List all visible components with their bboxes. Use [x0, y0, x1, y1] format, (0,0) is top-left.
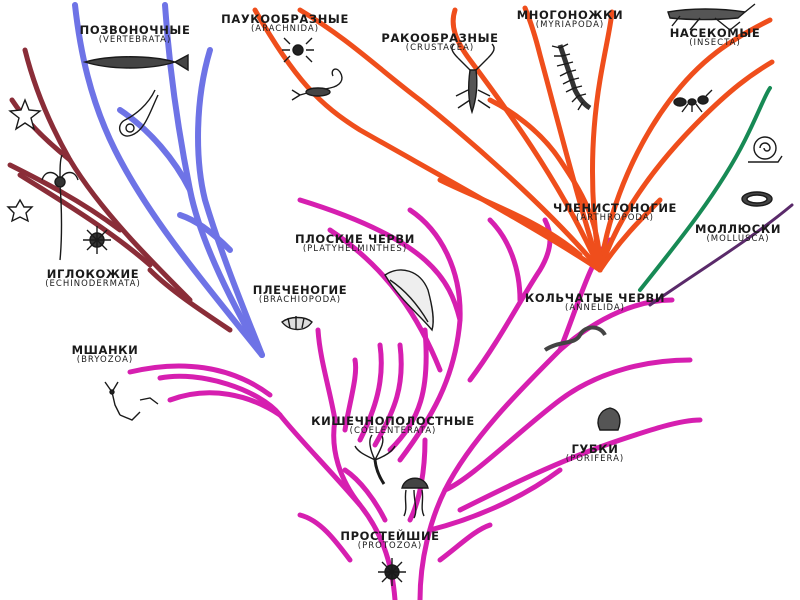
- label-lat: (INSECTA): [689, 38, 741, 49]
- crayfish-icon: [451, 43, 495, 115]
- blue-branches: [72, 2, 265, 358]
- orange-branches: [252, 5, 775, 273]
- label-lat: (ANNELIDA): [565, 303, 625, 314]
- label-lat: (VERTEBRATA): [98, 35, 172, 46]
- label-ru: МНОГОНОЖКИ: [516, 8, 624, 22]
- label-vertebrata: ПОЗВОНОЧНЫЕ (VERTEBRATA): [60, 24, 210, 45]
- label-ru: КОЛЬЧАТЫЕ ЧЕРВИ: [524, 291, 666, 305]
- label-coelenterata: КИШЕЧНОПОЛОСТНЫЕ (COELENTERATA): [288, 415, 498, 436]
- label-lat: (PORIFERA): [565, 454, 625, 465]
- label-ru: ПОЗВОНОЧНЫЕ: [79, 23, 191, 37]
- fish-icon: [82, 53, 189, 72]
- label-ru: ЧЛЕНИСТОНОГИЕ: [552, 201, 678, 215]
- purple-branch: [648, 203, 794, 307]
- flatworm-icon: [384, 269, 434, 332]
- earthworm-icon: [543, 325, 607, 352]
- label-arachnida: ПАУКООБРАЗНЫЕ (ARACHNIDA): [210, 13, 360, 34]
- label-porifera: ГУБКИ (PORIFERA): [540, 443, 650, 464]
- green-branches: [638, 86, 772, 292]
- label-ru: МОЛЛЮСКИ: [694, 222, 782, 236]
- label-brachiopoda: ПЛЕЧЕНОГИЕ (BRACHIOPODA): [230, 284, 370, 305]
- bivalve-icon: [741, 191, 773, 207]
- bryozoan-icon: [104, 381, 159, 421]
- label-mollusca: МОЛЛЮСКИ (MOLLUSCA): [678, 223, 798, 244]
- label-lat: (ARACHNIDA): [250, 24, 320, 35]
- label-insecta: НАСЕКОМЫЕ (INSECTA): [650, 27, 780, 48]
- label-protozoa: ПРОСТЕЙШИЕ (PROTOZOA): [330, 530, 450, 551]
- hydra-icon: [354, 434, 396, 485]
- label-ru: ПРОСТЕЙШИЕ: [340, 529, 440, 543]
- label-lat: (CRUSTACEA): [405, 43, 475, 54]
- label-lat: (ECHINODERMATA): [45, 279, 141, 290]
- snail-icon: [748, 136, 783, 163]
- label-lat: (BRYOZOA): [76, 355, 134, 366]
- brachiopod-shell-icon: [281, 316, 313, 331]
- scorpion-icon: [291, 68, 343, 101]
- label-ru: ПАУКООБРАЗНЫЕ: [221, 12, 349, 26]
- label-lat: (PLATYHELMINTHES): [302, 244, 408, 255]
- radiolarian-icon: [378, 558, 406, 586]
- centipede-icon: [551, 43, 592, 111]
- label-lat: (BRACHIOPODA): [258, 295, 342, 306]
- brown-branches: [7, 47, 233, 333]
- label-lat: (MOLLUSCA): [706, 234, 770, 245]
- label-lat: (ARTHROPODA): [576, 213, 654, 224]
- label-ru: ПЛЕЧЕНОГИЕ: [252, 283, 348, 297]
- label-lat: (COELENTERATA): [349, 426, 437, 437]
- sea-urchin-icon: [83, 226, 111, 254]
- label-ru: ГУБКИ: [571, 442, 619, 456]
- label-lat: (MYRIAPODA): [535, 20, 605, 31]
- label-ru: МШАНКИ: [71, 343, 139, 357]
- label-annelida: КОЛЬЧАТЫЕ ЧЕРВИ (ANNELIDA): [510, 292, 680, 313]
- label-lat: (PROTOZOA): [357, 541, 423, 552]
- label-ru: НАСЕКОМЫЕ: [669, 26, 761, 40]
- label-ru: ИГЛОКОЖИЕ: [46, 267, 140, 281]
- jellyfish-icon: [401, 477, 429, 519]
- ant-icon: [673, 89, 713, 113]
- label-ru: КИШЕЧНОПОЛОСТНЫЕ: [311, 414, 475, 428]
- label-echinodermata: ИГЛОКОЖИЕ (ECHINODERMATA): [18, 268, 168, 289]
- starfish-icon: [6, 98, 42, 223]
- label-bryozoa: МШАНКИ (BRYOZOA): [55, 344, 155, 365]
- label-arthropoda: ЧЛЕНИСТОНОГИЕ (ARTHROPODA): [530, 202, 700, 223]
- sea-lily-icon: [41, 154, 79, 261]
- label-myriapoda: МНОГОНОЖКИ (MYRIAPODA): [495, 9, 645, 30]
- label-crustacea: РАКООБРАЗНЫЕ (CRUSTACEA): [365, 32, 515, 53]
- label-ru: РАКООБРАЗНЫЕ: [381, 31, 499, 45]
- grasshopper-icon: [667, 3, 756, 31]
- bird-icon: [118, 89, 159, 137]
- spider-icon: [282, 37, 314, 63]
- label-ru: ПЛОСКИЕ ЧЕРВИ: [294, 232, 416, 246]
- label-platyhelminthes: ПЛОСКИЕ ЧЕРВИ (PLATYHELMINTHES): [270, 233, 440, 254]
- sponge-icon: [597, 407, 621, 431]
